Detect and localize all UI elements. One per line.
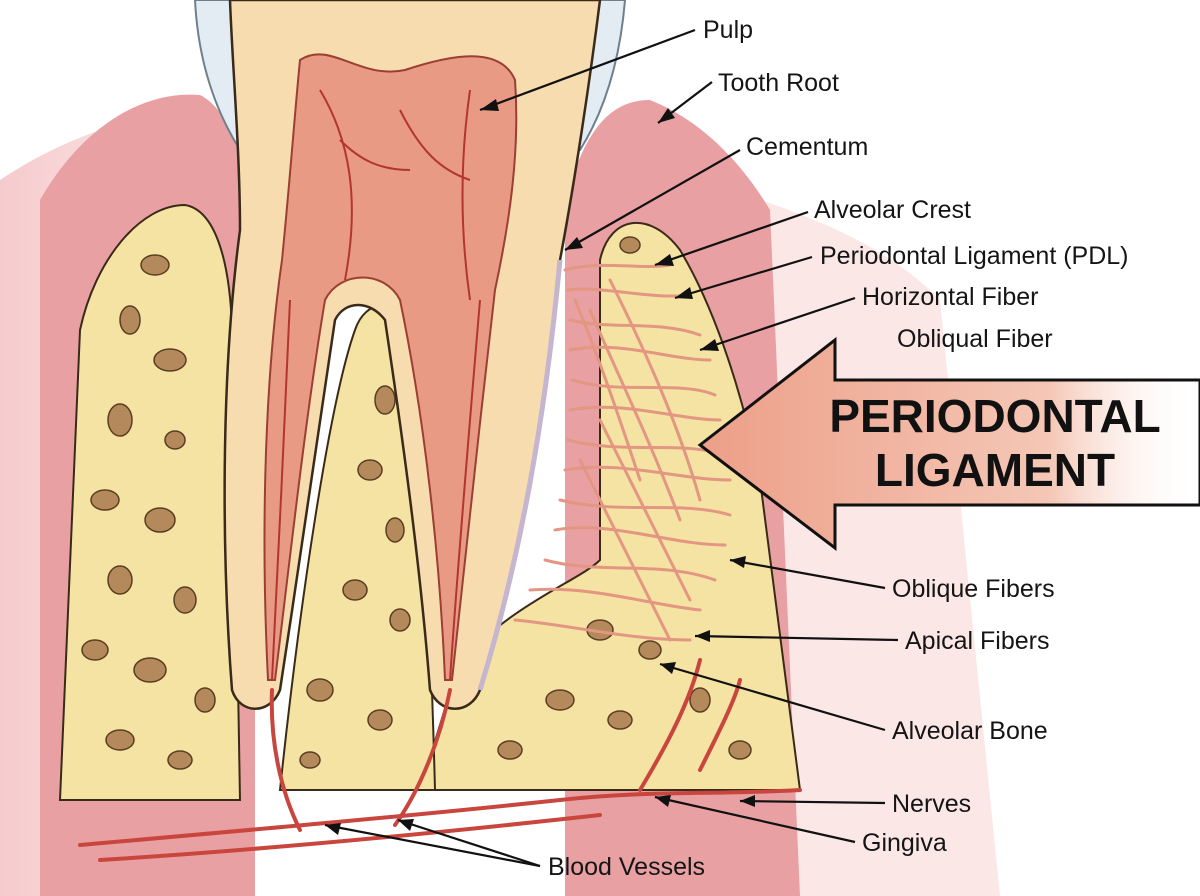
arrowhead-blood-vessels-a: [325, 823, 341, 835]
arrowhead-pdl: [675, 287, 693, 299]
label-nerves: Nerves: [892, 790, 971, 818]
leader-pulp: [479, 28, 696, 112]
leader-apical-fibers: [694, 634, 899, 642]
label-blood-vessels: Blood Vessels: [548, 853, 705, 881]
leader-gingiva: [654, 795, 856, 844]
arrowhead-oblique-fibers: [730, 556, 746, 568]
title-line-1: PERIODONTAL: [829, 390, 1160, 442]
leader-alveolar-crest: [654, 210, 809, 267]
title-line-2: LIGAMENT: [875, 444, 1115, 496]
label-alveolar-bone: Alveolar Bone: [892, 717, 1048, 745]
bone-pores: [81, 236, 752, 770]
leader-oblique-fibers: [729, 558, 886, 590]
leader-nerves: [739, 799, 886, 805]
label-apical-fibers: Apical Fibers: [905, 627, 1050, 655]
pulp-nerves: [271, 89, 481, 681]
arrowhead-tooth-root: [658, 108, 675, 123]
leader-blood-vessels-b: [397, 818, 541, 868]
cementum-line: [477, 259, 563, 691]
label-oblique-fibers: Oblique Fibers: [892, 575, 1055, 603]
label-horizontal-fiber: Horizontal Fiber: [862, 283, 1038, 311]
arrowhead-cementum: [565, 237, 583, 250]
leader-pdl: [674, 255, 813, 300]
arrowhead-blood-vessels-b: [398, 819, 414, 831]
leader-lines: [324, 28, 899, 868]
arrowhead-gingiva: [655, 795, 671, 807]
arrowhead-pulp: [480, 99, 499, 111]
arrowhead-alveolar-bone: [660, 662, 676, 674]
label-gingiva: Gingiva: [862, 829, 947, 857]
label-cementum: Cementum: [746, 133, 868, 161]
label-alveolar-crest: Alveolar Crest: [814, 196, 971, 224]
arrowhead-alveolar-crest: [655, 254, 674, 266]
leader-blood-vessels-a: [324, 823, 541, 868]
leader-horizontal-fiber: [699, 296, 856, 352]
base-vessels: [78, 658, 802, 862]
title-arrow: [697, 336, 1200, 552]
label-obliqual-fiber: Obliqual Fiber: [897, 325, 1053, 353]
arrowhead-nerves: [740, 795, 755, 807]
label-pdl: Periodontal Ligament (PDL): [820, 242, 1129, 270]
leader-cementum: [564, 149, 741, 251]
arrowhead-apical-fibers: [695, 630, 710, 642]
label-tooth-root: Tooth Root: [718, 69, 839, 97]
leader-alveolar-bone: [659, 662, 886, 732]
label-pulp: Pulp: [703, 16, 753, 44]
pulp-chamber: [263, 53, 518, 681]
pdl-fibers: [513, 263, 732, 642]
arrowhead-horizontal-fiber: [700, 339, 719, 351]
